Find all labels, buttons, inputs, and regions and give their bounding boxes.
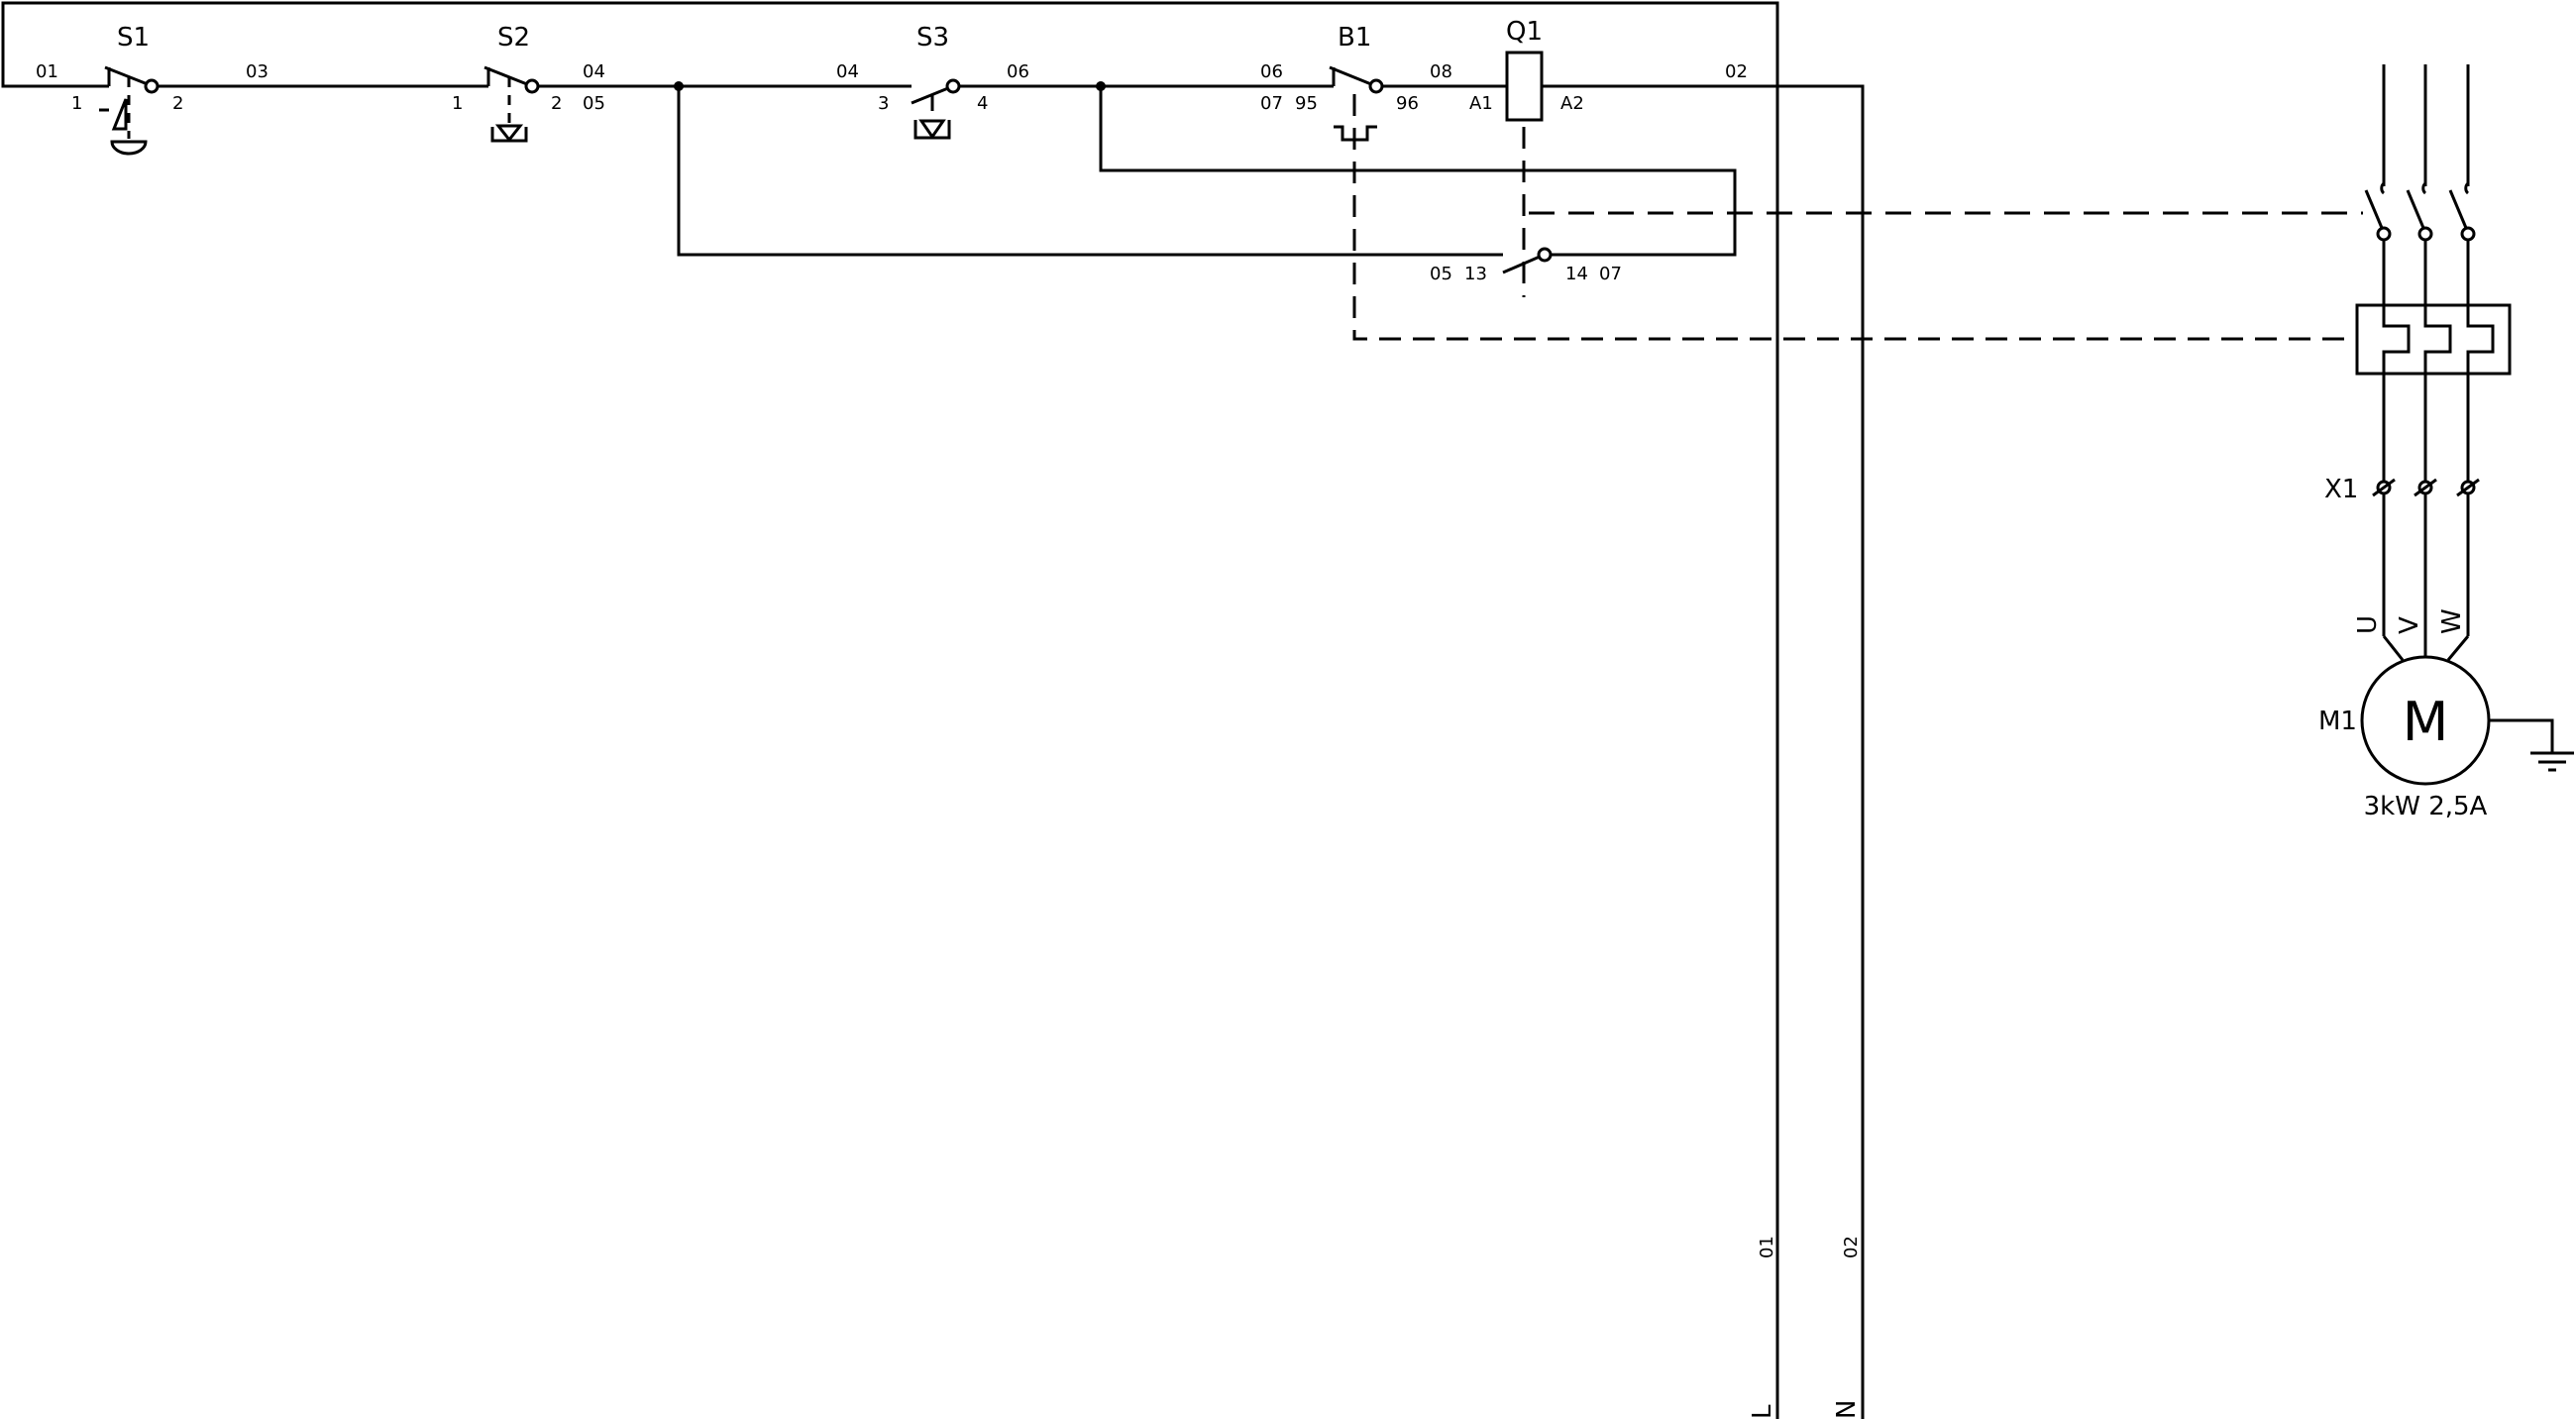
n-rail-wire: [1542, 84, 1865, 1419]
s1-pin-1: 1: [71, 93, 82, 114]
main-contact-blade: [2364, 189, 2384, 229]
s3-tag: S3: [916, 23, 949, 53]
terminal-slash: [2456, 478, 2480, 497]
terminal-slash: [2414, 478, 2437, 497]
s3-start-button[interactable]: S3 3 4: [878, 23, 988, 140]
q1-pin-a1: A1: [1469, 93, 1493, 114]
s1-pin-2: 2: [172, 93, 183, 114]
m1-tag: M1: [2318, 707, 2357, 736]
s2-tag: S2: [497, 23, 530, 53]
pushbutton-icon: [913, 119, 951, 140]
l-rail-wire: [1, 1, 1779, 1419]
overload-heater: [2423, 305, 2452, 374]
ground-icon: [2530, 751, 2574, 772]
main-contact-fixed: [2421, 181, 2427, 195]
main-contact-blade: [2406, 189, 2425, 229]
wire-label: 05: [583, 93, 605, 114]
b1-pin-96: 96: [1396, 93, 1419, 114]
power-circuit: [2355, 64, 2574, 786]
overload-heater: [2382, 305, 2411, 374]
b1-mech-link: [1352, 94, 2357, 341]
x1-tag: X1: [2324, 475, 2358, 504]
terminal-slash: [2372, 478, 2396, 497]
rail-wire-label-01: 01: [1757, 1236, 1777, 1258]
s2-pin-1: 1: [452, 93, 463, 114]
wire-label: 04: [836, 61, 859, 82]
mushroom-actuator-icon: [99, 98, 148, 156]
main-contact-fixed: [2464, 181, 2470, 195]
wire-label: 03: [246, 61, 268, 82]
q1-contactor-coil[interactable]: Q1 A1 A2: [1469, 17, 1584, 122]
main-contact-terminal: [2460, 226, 2476, 242]
motor-lead-w: [2446, 635, 2470, 661]
m1-symbol: M: [2403, 691, 2449, 753]
b1-overload-contact[interactable]: B1 95 96: [1295, 23, 1419, 142]
s2-stop-button[interactable]: S2 1 2: [452, 23, 562, 143]
wire-label: 06: [1260, 61, 1283, 82]
phase-label-v: V: [2395, 616, 2424, 634]
s1-emergency-stop[interactable]: S1 1 2: [71, 23, 183, 156]
q1-aux-contact[interactable]: 13 14: [1464, 247, 1588, 284]
s2-pin-2: 2: [551, 93, 562, 114]
wire-labels: 01 03 04 05 04 06 06 07 08 02 05 07: [36, 61, 1748, 284]
rail-label-n: N: [1832, 1400, 1862, 1419]
s3-pin-4: 4: [977, 93, 988, 114]
b1-pin-95: 95: [1295, 93, 1318, 114]
wire-label: 08: [1430, 61, 1452, 82]
phase-label-w: W: [2437, 608, 2467, 634]
m1-rating: 3kW 2,5A: [2364, 792, 2488, 821]
rail-wire-label-02: 02: [1841, 1236, 1862, 1258]
s1-tag: S1: [117, 23, 150, 53]
wire-label: 06: [1007, 61, 1029, 82]
overload-relay-box: [2355, 303, 2512, 376]
q1-pin-a2: A2: [1560, 93, 1584, 114]
wire-label: 02: [1725, 61, 1748, 82]
wire-label: 07: [1599, 264, 1622, 284]
phase-label-u: U: [2353, 615, 2383, 634]
wire-06-branch: [1099, 86, 1737, 257]
main-contact-terminal: [2417, 226, 2433, 242]
main-contact-terminal: [2376, 226, 2392, 242]
wire-label: 07: [1260, 93, 1283, 114]
wire-05-branch: [677, 86, 1503, 257]
q1-tag: Q1: [1506, 17, 1543, 47]
q1-pin-13: 13: [1464, 264, 1487, 284]
wire-label: 04: [583, 61, 605, 82]
ground-wire: [2489, 718, 2554, 753]
b1-tag: B1: [1338, 23, 1371, 53]
pushbutton-icon: [490, 124, 528, 143]
overload-heater: [2466, 305, 2495, 374]
main-contact-fixed: [2380, 181, 2386, 195]
main-contact-blade: [2448, 189, 2468, 229]
wire-label: 05: [1430, 264, 1452, 284]
s3-pin-3: 3: [878, 93, 889, 114]
motor-lead-u: [2382, 635, 2405, 661]
q1-pin-14: 14: [1565, 264, 1588, 284]
wire-label: 01: [36, 61, 58, 82]
rail-label-l: L: [1748, 1404, 1777, 1419]
